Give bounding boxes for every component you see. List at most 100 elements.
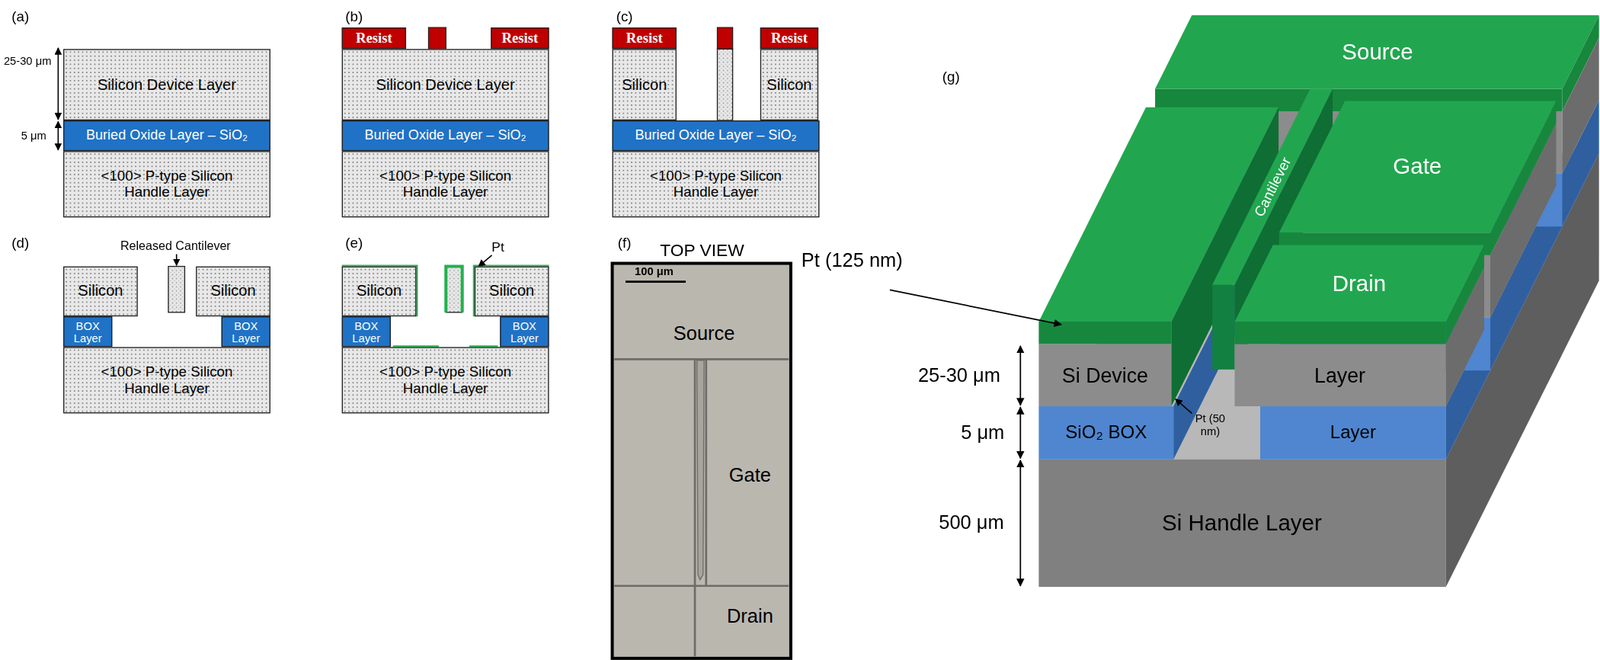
dimension-arrow: [57, 48, 60, 120]
scale-bar: [625, 280, 686, 283]
electrode-label: Source: [673, 322, 736, 345]
callout-label: Released Cantilever: [120, 240, 231, 254]
layer-text: <100> P-type Silicon Handle Layer: [368, 364, 522, 397]
resist-layer: Resist: [490, 27, 549, 49]
resist-layer: Resist: [760, 27, 819, 49]
trench-line: [614, 584, 789, 587]
layer-text: Buried Oxide Layer – SiO₂: [364, 128, 527, 144]
resist-strip: [717, 27, 733, 49]
dimension-label: 5 μm: [21, 129, 47, 143]
layer-label: Layer: [1314, 363, 1366, 388]
dimension-arrow: [57, 121, 60, 151]
silicon-layer: Silicon: [195, 266, 271, 317]
layer-text: Silicon: [356, 282, 402, 300]
dimension-label: 500 μm: [938, 511, 1004, 534]
layer-text: Silicon: [489, 282, 535, 300]
drain-pt-front: [1235, 321, 1447, 344]
scale-label: 100 μm: [634, 265, 674, 279]
electrode-label: Drain: [1332, 270, 1386, 297]
layer-text: Silicon Device Layer: [97, 76, 237, 93]
silicon-layer: Silicon Device Layer: [63, 48, 271, 121]
oxide-layer: Buried Oxide Layer – SiO₂: [612, 120, 820, 151]
layer-text: <100> P-type Silicon Handle Layer: [639, 168, 793, 201]
micrograph-frame: [612, 263, 791, 659]
electrode-label: Source: [1341, 38, 1413, 65]
silicon-layer: Silicon Device Layer: [342, 48, 550, 121]
callout-label: Pt (50 nm): [1184, 411, 1236, 438]
leader-arrow: [889, 289, 1062, 325]
pt-front: [1038, 321, 1172, 344]
layer-text: Buried Oxide Layer – SiO₂: [86, 128, 248, 144]
dimension-arrow: [1019, 345, 1021, 406]
drain-si-front: [1235, 343, 1447, 407]
pt-coating: [342, 266, 417, 317]
trench-line: [694, 358, 697, 656]
layer-text: Resist: [771, 30, 808, 47]
silicon-layer: Silicon: [612, 48, 677, 121]
oxide-layer: Buried Oxide Layer – SiO₂: [342, 120, 550, 151]
drain-box-front: [1260, 406, 1447, 460]
panel-letter: (f): [617, 234, 632, 252]
view-title: TOP VIEW: [659, 240, 745, 261]
layer-text: Silicon: [766, 76, 812, 93]
layer-text: Silicon: [77, 282, 123, 300]
layer-text: BOX Layer: [227, 319, 265, 345]
silicon-layer: Silicon: [760, 48, 819, 121]
layer-text: Buried Oxide Layer – SiO₂: [634, 128, 797, 144]
drain-si-side: [1446, 267, 1485, 407]
cantilever-end: [1212, 284, 1235, 370]
layer-label: Si Device: [1062, 363, 1149, 388]
callout-label: Pt (125 nm): [800, 249, 903, 272]
layer-text: Resist: [501, 30, 538, 47]
source-pad-top: [1155, 15, 1600, 89]
gate-si-side: [1490, 123, 1556, 317]
handle-layer: <100> P-type Silicon Handle Layer: [63, 346, 271, 413]
oxide-layer: BOX Layer: [499, 316, 549, 347]
silicon-layer: Silicon: [63, 266, 138, 317]
layer-text: <100> P-type Silicon Handle Layer: [90, 364, 244, 397]
electrode-label: Gate: [729, 464, 772, 487]
box-front: [1038, 406, 1174, 460]
layer-text: BOX Layer: [69, 319, 106, 345]
layer-label: Layer: [1330, 422, 1376, 444]
silicon-layer: Silicon: [342, 266, 417, 317]
source-si-side: [1561, 38, 1599, 174]
layer-text: <100> P-type Silicon Handle Layer: [90, 168, 244, 201]
leader-arrow: [1175, 399, 1192, 414]
dimension-label: 25-30 μm: [3, 54, 52, 68]
electrode-label: Drain: [726, 604, 774, 628]
leader-arrow: [478, 255, 492, 267]
layer-text: Silicon: [210, 282, 256, 300]
resist-layer: Resist: [342, 27, 407, 49]
layer-text: <100> P-type Silicon Handle Layer: [368, 168, 522, 201]
dimension-arrow: [1019, 460, 1021, 586]
panel-letter: (c): [616, 8, 634, 26]
trench-line: [704, 358, 708, 586]
micrograph-cantilever: [697, 360, 704, 580]
silicon-layer: Silicon: [474, 266, 550, 317]
pt-coating: [474, 266, 550, 317]
dimension-label: 25-30 μm: [918, 364, 1001, 387]
layer-text: BOX Layer: [505, 319, 543, 345]
handle-layer: <100> P-type Silicon Handle Layer: [342, 150, 550, 218]
oxide-layer: BOX Layer: [63, 316, 112, 347]
released-cantilever: [168, 266, 185, 313]
panel-letter: (g): [942, 68, 960, 86]
resist-layer: Resist: [612, 27, 677, 49]
dimension-arrow: [1019, 406, 1021, 458]
handle-front: [1038, 459, 1446, 587]
handle-layer: <100> P-type Silicon Handle Layer: [342, 346, 550, 413]
silicon-pillar: [717, 48, 733, 121]
layer-text: Silicon Device Layer: [376, 76, 516, 93]
callout-label: Pt: [491, 240, 504, 256]
handle-layer: <100> P-type Silicon Handle Layer: [612, 150, 820, 218]
oxide-layer: BOX Layer: [342, 316, 391, 347]
handle-layer: <100> P-type Silicon Handle Layer: [63, 150, 271, 218]
panel-letter: (a): [11, 8, 29, 26]
layer-text: BOX Layer: [348, 319, 385, 345]
dimension-label: 5 μm: [960, 421, 1005, 444]
oxide-layer: BOX Layer: [221, 316, 271, 347]
electrode-label: Gate: [1392, 153, 1442, 180]
layer-label: SiO₂ BOX: [1065, 422, 1147, 444]
